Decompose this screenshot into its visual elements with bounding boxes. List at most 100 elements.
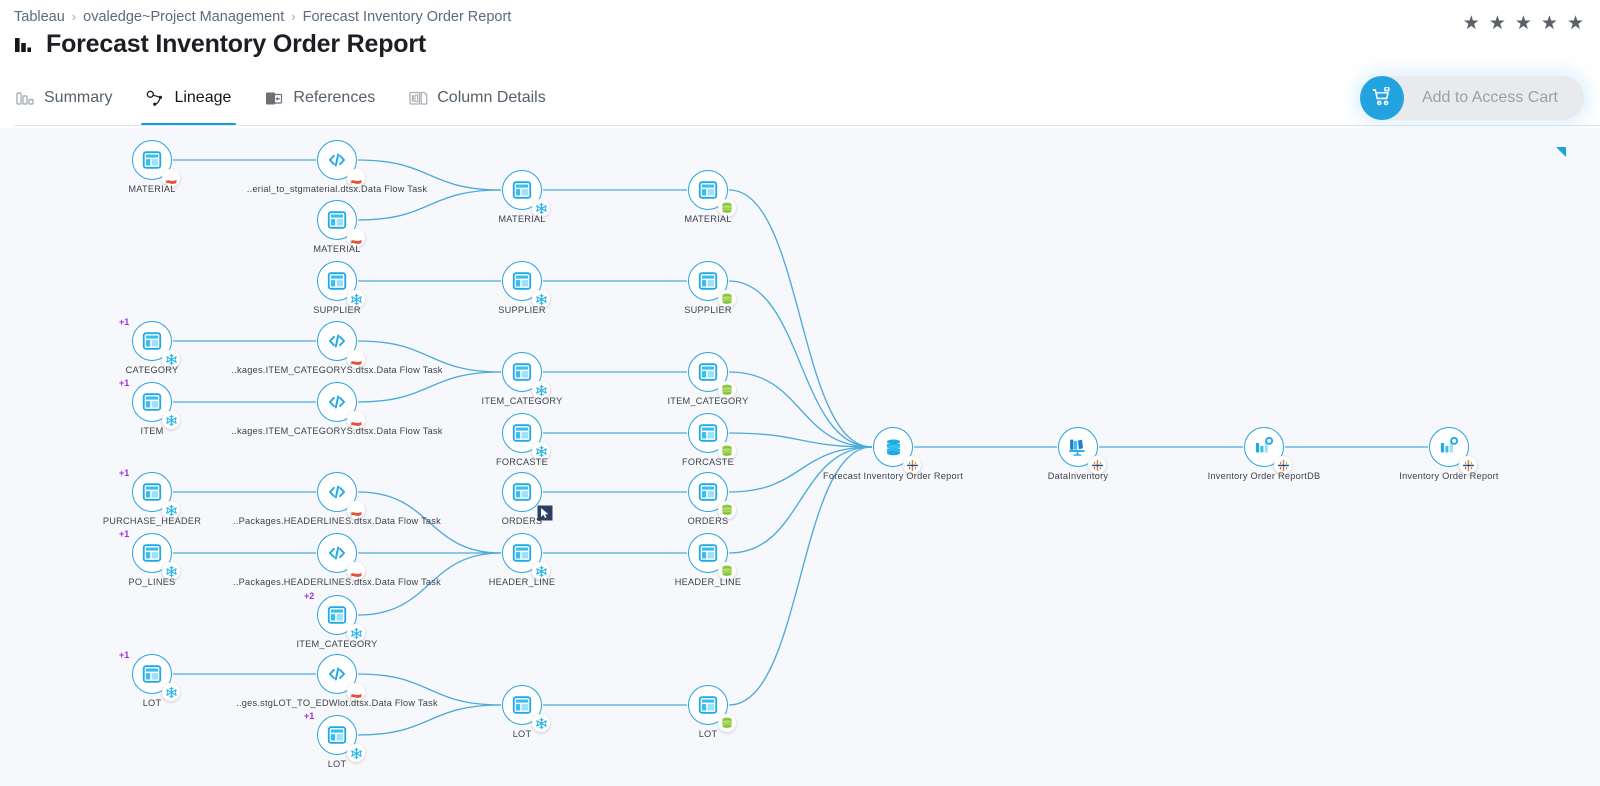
table-icon[interactable] <box>502 170 550 217</box>
lineage-edge-n20-n31 <box>728 446 873 493</box>
table-icon[interactable] <box>502 352 550 399</box>
node-badge-snowflake-icon <box>532 290 550 308</box>
lineage-edge-n24-n31 <box>728 446 873 554</box>
lineage-edge-n30-n31 <box>728 446 873 706</box>
resize-arrow-icon[interactable] <box>1553 146 1567 165</box>
lineage-node-label: ORDERS <box>501 516 543 526</box>
node-badge-snowflake-icon <box>162 683 180 701</box>
lineage-edge-n16-n31 <box>728 432 873 448</box>
node-badge-sqlserver-flag-icon <box>347 683 365 701</box>
table-icon[interactable] <box>317 200 365 247</box>
lineage-node-label: ..erial_to_stgmaterial.dtsx.Data Flow Ta… <box>246 184 428 194</box>
node-extra-count-badge[interactable]: +1 <box>119 317 130 327</box>
lineage-edge-n12-n13 <box>357 371 502 403</box>
table-icon[interactable] <box>688 472 736 519</box>
lineage-node-label: ITEM_CATEGORY <box>481 396 563 406</box>
breadcrumb-item-0[interactable]: Tableau <box>14 9 65 25</box>
lineage-canvas[interactable]: MATERIAL ..erial_to_stgmaterial.dtsx.Data… <box>0 128 1600 786</box>
node-badge-snowflake-icon <box>532 199 550 217</box>
star-icon-1[interactable]: ★ <box>1462 13 1480 34</box>
rating-stars[interactable]: ★ ★ ★ ★ ★ <box>1463 14 1584 33</box>
code-icon[interactable] <box>317 321 365 368</box>
lineage-node-label: ..ges.stgLOT_TO_EDWlot.dtsx.Data Flow Ta… <box>236 698 438 708</box>
lineage-edge-n18-n23 <box>357 491 502 554</box>
table-icon[interactable] <box>688 413 736 460</box>
add-to-access-cart-button[interactable]: Add to Access Cart <box>1359 76 1584 120</box>
table-icon[interactable] <box>132 654 180 701</box>
lineage-node-label: LOT <box>142 698 162 708</box>
node-extra-count-badge[interactable]: +1 <box>304 711 315 721</box>
node-extra-count-badge[interactable]: +1 <box>119 529 130 539</box>
star-icon-3[interactable]: ★ <box>1514 13 1532 34</box>
table-icon[interactable] <box>502 413 550 460</box>
table-icon[interactable] <box>317 715 365 762</box>
lineage-node-label: FORCASTE <box>681 457 735 467</box>
node-extra-count-badge[interactable]: +1 <box>119 378 130 388</box>
lineage-node-label: FORCASTE <box>495 457 549 467</box>
lineage-node-label: LOT <box>512 729 532 739</box>
page-title: Forecast Inventory Order Report <box>46 30 427 58</box>
database-icon[interactable] <box>873 427 921 474</box>
tab-summary[interactable]: Summary <box>14 82 114 126</box>
node-badge-db-green-icon <box>718 562 736 580</box>
code-icon[interactable] <box>317 654 365 701</box>
node-badge-snowflake-icon <box>162 411 180 429</box>
lineage-node-label: ..kages.ITEM_CATEGORYS.dtsx.Data Flow Ta… <box>231 365 443 375</box>
lineage-edge-n10-n13 <box>357 340 502 373</box>
lineage-node-label: SUPPLIER <box>498 305 546 315</box>
table-icon[interactable] <box>688 533 736 580</box>
code-icon[interactable] <box>317 472 365 519</box>
node-extra-count-badge[interactable]: +1 <box>119 468 130 478</box>
node-badge-snowflake-icon <box>347 624 365 642</box>
code-icon[interactable] <box>317 140 365 187</box>
lineage-edges <box>173 159 1428 736</box>
header-divider <box>14 125 1600 126</box>
report-chart-icon[interactable] <box>1244 427 1292 474</box>
lineage-node-label: MATERIAL <box>313 244 361 254</box>
table-icon[interactable] <box>132 382 180 429</box>
node-badge-tableau-dots-icon <box>903 456 921 474</box>
star-icon-4[interactable]: ★ <box>1540 13 1558 34</box>
node-badge-sqlserver-flag-icon <box>162 169 180 187</box>
table-icon[interactable] <box>688 170 736 217</box>
page-header: Tableau›ovaledge~Project Management›Fore… <box>0 0 1600 128</box>
table-icon[interactable] <box>502 472 554 522</box>
table-icon[interactable] <box>688 261 736 308</box>
breadcrumb-item-1[interactable]: ovaledge~Project Management <box>83 9 285 25</box>
table-icon[interactable] <box>317 595 365 642</box>
lineage-node-label: MATERIAL <box>684 214 732 224</box>
table-icon[interactable] <box>502 685 550 732</box>
lineage-edge-n14-n31 <box>728 371 873 448</box>
table-icon[interactable] <box>132 140 180 187</box>
star-icon-2[interactable]: ★ <box>1488 13 1506 34</box>
lineage-node-label: MATERIAL <box>128 184 176 194</box>
table-icon[interactable] <box>688 685 736 732</box>
node-badge-db-green-icon <box>718 714 736 732</box>
node-badge-sqlserver-flag-icon <box>347 562 365 580</box>
table-icon[interactable] <box>132 533 180 580</box>
tab-lineage[interactable]: Lineage <box>141 82 237 126</box>
table-icon[interactable] <box>132 321 180 368</box>
code-icon[interactable] <box>317 533 365 580</box>
table-icon[interactable] <box>502 261 550 308</box>
node-extra-count-badge[interactable]: +1 <box>119 650 130 660</box>
node-extra-count-badge[interactable]: +2 <box>304 591 315 601</box>
bar-chart-icon <box>14 34 36 56</box>
lineage-edge-n5-n31 <box>728 189 873 448</box>
node-badge-db-green-icon <box>718 501 736 519</box>
books-icon[interactable] <box>1058 427 1106 474</box>
table-icon[interactable] <box>317 261 365 308</box>
tab-column-details[interactable]: Column Details <box>407 82 547 126</box>
star-icon-5[interactable]: ★ <box>1566 13 1584 34</box>
lineage-node-label: LOT <box>327 759 347 769</box>
code-icon[interactable] <box>317 382 365 429</box>
node-badge-snowflake-icon <box>532 442 550 460</box>
table-icon[interactable] <box>688 352 736 399</box>
table-icon[interactable] <box>132 472 180 519</box>
node-badge-snowflake-icon <box>532 381 550 399</box>
add-to-access-cart-label: Add to Access Cart <box>1421 89 1558 106</box>
tab-references[interactable]: References <box>263 82 377 126</box>
table-icon[interactable] <box>502 533 550 580</box>
report-chart-icon[interactable] <box>1429 427 1477 474</box>
